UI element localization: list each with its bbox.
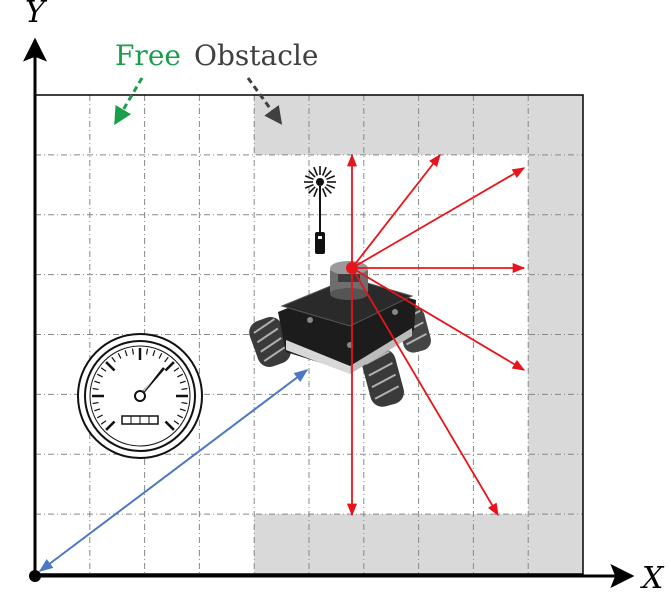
free-cell	[35, 95, 90, 155]
position-vector-arrow	[38, 369, 309, 572]
antenna-beacon-icon	[304, 166, 336, 254]
obstacle-cell	[528, 95, 583, 155]
free-cell	[473, 454, 529, 515]
lidar-origin-point	[346, 262, 358, 274]
y-axis-label: Y	[25, 0, 48, 30]
obstacle-cell	[418, 514, 474, 574]
obstacle-cell	[528, 514, 583, 574]
free-cell	[199, 154, 255, 215]
free-label: Free	[115, 39, 181, 72]
free-cell	[144, 95, 200, 155]
free-cell	[144, 214, 200, 275]
free-cell	[89, 514, 145, 574]
lidar-ray	[351, 154, 441, 269]
free-cell	[473, 334, 529, 395]
free-cell	[473, 214, 529, 275]
free-cell	[363, 454, 419, 515]
obstacle-cell	[528, 454, 583, 515]
x-axis-label: X	[640, 561, 665, 594]
obstacle-cell	[309, 95, 364, 155]
free-cell	[35, 514, 90, 574]
free-cell	[418, 454, 474, 515]
obstacle-cell	[528, 394, 583, 455]
lidar-ray	[351, 267, 499, 517]
free-cell	[89, 214, 145, 275]
free-cell	[89, 454, 145, 515]
obstacle-pointer-arrow	[246, 77, 283, 125]
free-cell	[35, 154, 90, 215]
obstacle-cell	[363, 514, 419, 574]
speedometer-icon	[77, 333, 203, 459]
free-cell	[254, 154, 309, 215]
obstacle-cell	[473, 95, 529, 155]
free-cell	[199, 514, 255, 574]
free-cell	[199, 334, 255, 395]
free-cell	[199, 95, 255, 155]
obstacle-label: Obstacle	[194, 39, 318, 72]
free-cell	[473, 394, 529, 455]
free-cell	[473, 154, 529, 215]
obstacle-cell	[528, 154, 583, 215]
free-cell	[418, 394, 474, 455]
obstacle-cell	[528, 274, 583, 335]
free-cell	[35, 454, 90, 515]
free-cell	[473, 274, 529, 335]
free-cell	[35, 214, 90, 275]
free-cell	[254, 214, 309, 275]
free-cell	[35, 274, 90, 335]
obstacle-cell	[528, 334, 583, 395]
free-cell	[309, 394, 364, 455]
free-pointer-arrow	[114, 77, 144, 126]
obstacle-cell	[418, 95, 474, 155]
free-cell	[144, 514, 200, 574]
obstacle-cell	[254, 95, 309, 155]
obstacle-cell	[363, 95, 419, 155]
free-cell	[199, 214, 255, 275]
mecanum-robot-image	[249, 261, 431, 407]
origin-point	[29, 570, 41, 582]
free-cell	[363, 154, 419, 215]
free-cell	[418, 154, 474, 215]
obstacle-cell	[254, 514, 309, 574]
free-cell	[309, 454, 364, 515]
free-cell	[144, 154, 200, 215]
free-cell	[89, 274, 145, 335]
obstacle-cell	[473, 514, 529, 574]
free-cell	[144, 274, 200, 335]
obstacle-cell	[528, 214, 583, 275]
free-cell	[199, 274, 255, 335]
free-cell	[89, 154, 145, 215]
free-cell	[144, 454, 200, 515]
free-cell	[199, 454, 255, 515]
free-cell	[89, 95, 145, 155]
lidar-ray	[351, 267, 526, 371]
lidar-ray	[351, 167, 526, 269]
free-cell	[254, 454, 309, 515]
lidar-rays	[346, 153, 526, 517]
obstacle-cell	[309, 514, 364, 574]
